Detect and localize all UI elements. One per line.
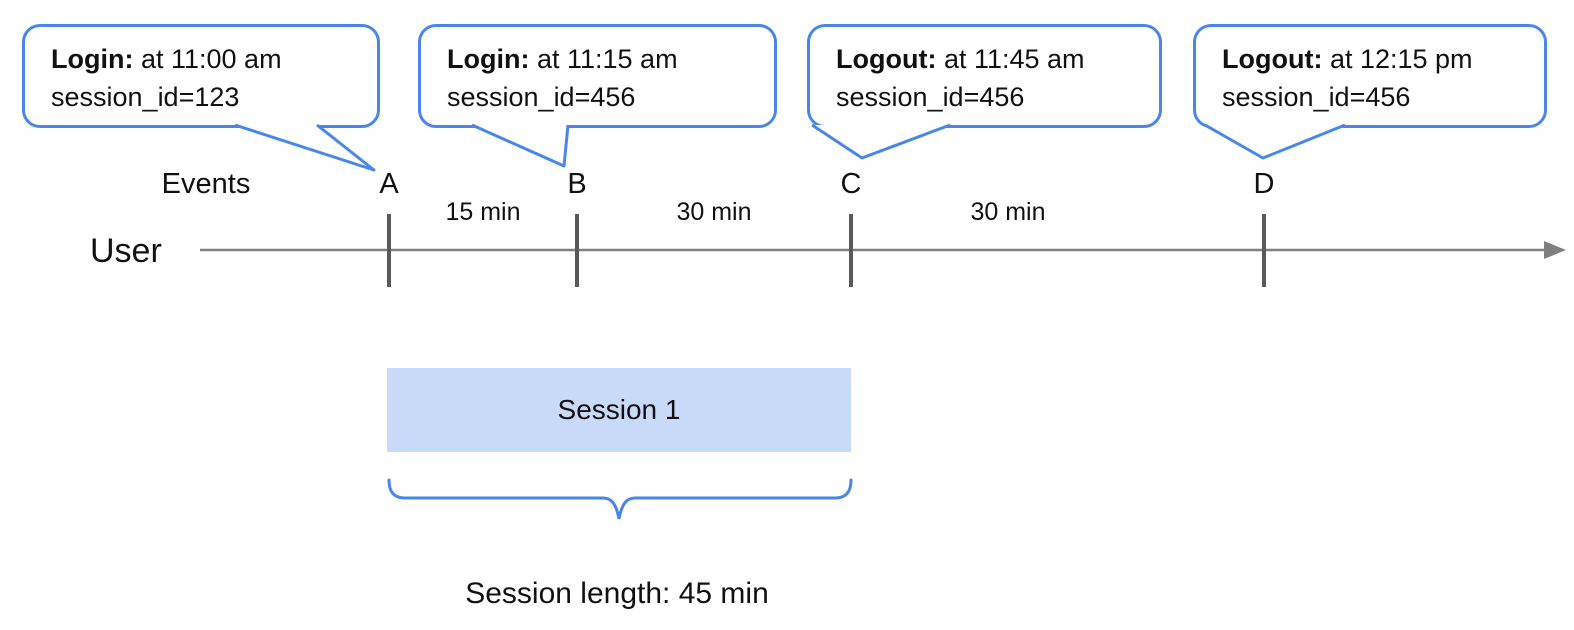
event-type-label: Login: <box>51 44 134 74</box>
event-letter-b: B <box>567 168 587 200</box>
event-type-label: Logout: <box>1222 44 1323 74</box>
callout-line-1: Login: at 11:00 am <box>51 40 357 78</box>
session-id-text: session_id=456 <box>1222 82 1411 112</box>
callout-line-1: Logout: at 11:45 am <box>836 40 1139 78</box>
callout-login-a: Login: at 11:00 am session_id=123 <box>22 24 380 128</box>
session-length-label: Session length: 45 min <box>465 577 769 610</box>
callout-login-b: Login: at 11:15 am session_id=456 <box>418 24 777 128</box>
event-letter-d: D <box>1253 168 1275 200</box>
event-time-text: at 11:00 am <box>133 44 282 74</box>
callout-tail-c <box>811 123 951 160</box>
session-id-text: session_id=123 <box>51 82 240 112</box>
callout-line-1: Login: at 11:15 am <box>447 40 754 78</box>
timeline-arrowhead-icon <box>1544 241 1566 259</box>
callout-tail-a <box>234 123 376 172</box>
event-time-text: at 11:45 am <box>936 44 1085 74</box>
session-box: Session 1 <box>387 368 851 452</box>
interval-label-ab: 15 min <box>445 198 521 226</box>
session-box-label: Session 1 <box>557 394 681 425</box>
interval-label-cd: 30 min <box>970 198 1046 226</box>
session-id-text: session_id=456 <box>447 82 636 112</box>
event-letter-a: A <box>379 168 399 200</box>
timeline-axis-label: User <box>90 232 162 270</box>
event-letter-c: C <box>840 168 862 200</box>
callout-line-1: Logout: at 12:15 pm <box>1222 40 1524 78</box>
session-id-text: session_id=456 <box>836 82 1025 112</box>
session-length-brace <box>387 478 853 520</box>
events-row-label: Events <box>161 168 251 200</box>
event-time-text: at 12:15 pm <box>1322 44 1473 74</box>
event-type-label: Login: <box>447 44 530 74</box>
callout-tail-b <box>471 123 570 168</box>
event-time-text: at 11:15 am <box>529 44 678 74</box>
callout-logout-c: Logout: at 11:45 am session_id=456 <box>807 24 1162 128</box>
callout-tail-d <box>1204 123 1346 160</box>
callout-logout-d: Logout: at 12:15 pm session_id=456 <box>1193 24 1547 128</box>
event-type-label: Logout: <box>836 44 937 74</box>
interval-label-bc: 30 min <box>676 198 752 226</box>
